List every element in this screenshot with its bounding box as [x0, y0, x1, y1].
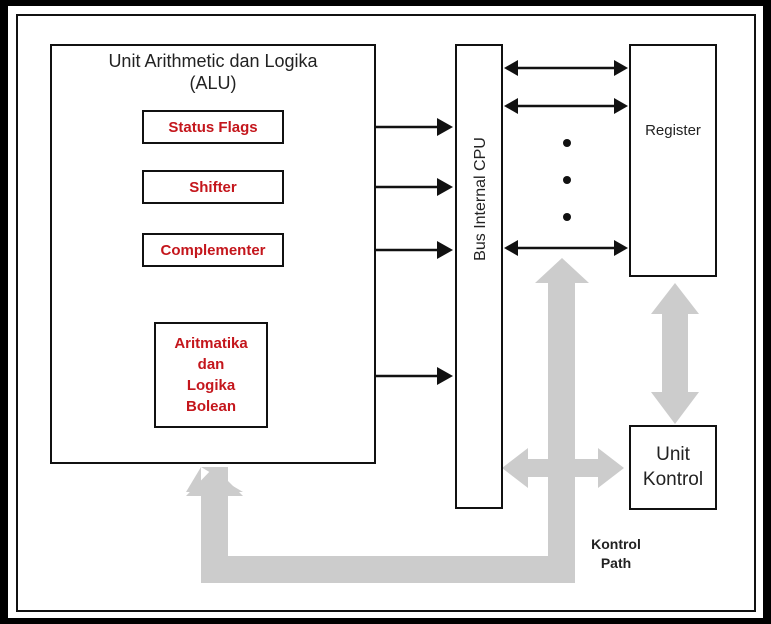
- boolean-label-line3: Logika: [186, 377, 236, 394]
- complementer-label: Complementer: [160, 242, 266, 259]
- boolean-logic-label: Aritmatika dan Logika Bolean: [156, 333, 266, 417]
- control-path-label: Kontrol Path: [580, 535, 652, 573]
- cpu-bus-label: Bus Internal CPU: [472, 137, 489, 261]
- register-block: Register: [629, 44, 717, 277]
- boolean-logic-box: Aritmatika dan Logika Bolean: [154, 322, 268, 428]
- alu-title-line1: Unit Arithmetic dan Logika: [108, 51, 318, 71]
- shifter-label: Shifter: [189, 179, 237, 196]
- boolean-label-line2: dan: [197, 356, 225, 373]
- diagram-border: [16, 14, 756, 612]
- status-flags-label: Status Flags: [168, 119, 258, 136]
- shifter-box: Shifter: [142, 170, 284, 204]
- boolean-label-line1: Aritmatika: [174, 335, 248, 352]
- control-path-line2: Path: [600, 555, 632, 571]
- control-path-line1: Kontrol: [591, 536, 641, 552]
- register-label: Register: [645, 122, 701, 139]
- dot: [563, 176, 571, 184]
- cpu-internal-bus: Bus Internal CPU: [455, 44, 503, 509]
- control-path-alu-arrowhead: [186, 467, 243, 496]
- ellipsis-dots: [563, 139, 571, 221]
- control-unit-block: Unit Kontrol: [629, 425, 717, 510]
- alu-title: Unit Arithmetic dan Logika (ALU): [60, 50, 366, 94]
- alu-title-line2: (ALU): [189, 73, 237, 93]
- dot: [563, 139, 571, 147]
- control-path-arrows: [186, 258, 699, 583]
- control-unit-line2: Kontrol: [642, 469, 704, 490]
- control-path-register-to-control: [651, 283, 699, 424]
- boolean-label-line4: Bolean: [185, 398, 236, 415]
- dot: [563, 213, 571, 221]
- control-path-to-alu-and-bus: [186, 258, 589, 583]
- control-unit-line1: Unit: [656, 444, 690, 465]
- control-unit-label: Unit Kontrol: [631, 442, 715, 492]
- control-path-bus-to-control: [502, 448, 624, 488]
- status-flags-box: Status Flags: [142, 110, 284, 144]
- complementer-box: Complementer: [142, 233, 284, 267]
